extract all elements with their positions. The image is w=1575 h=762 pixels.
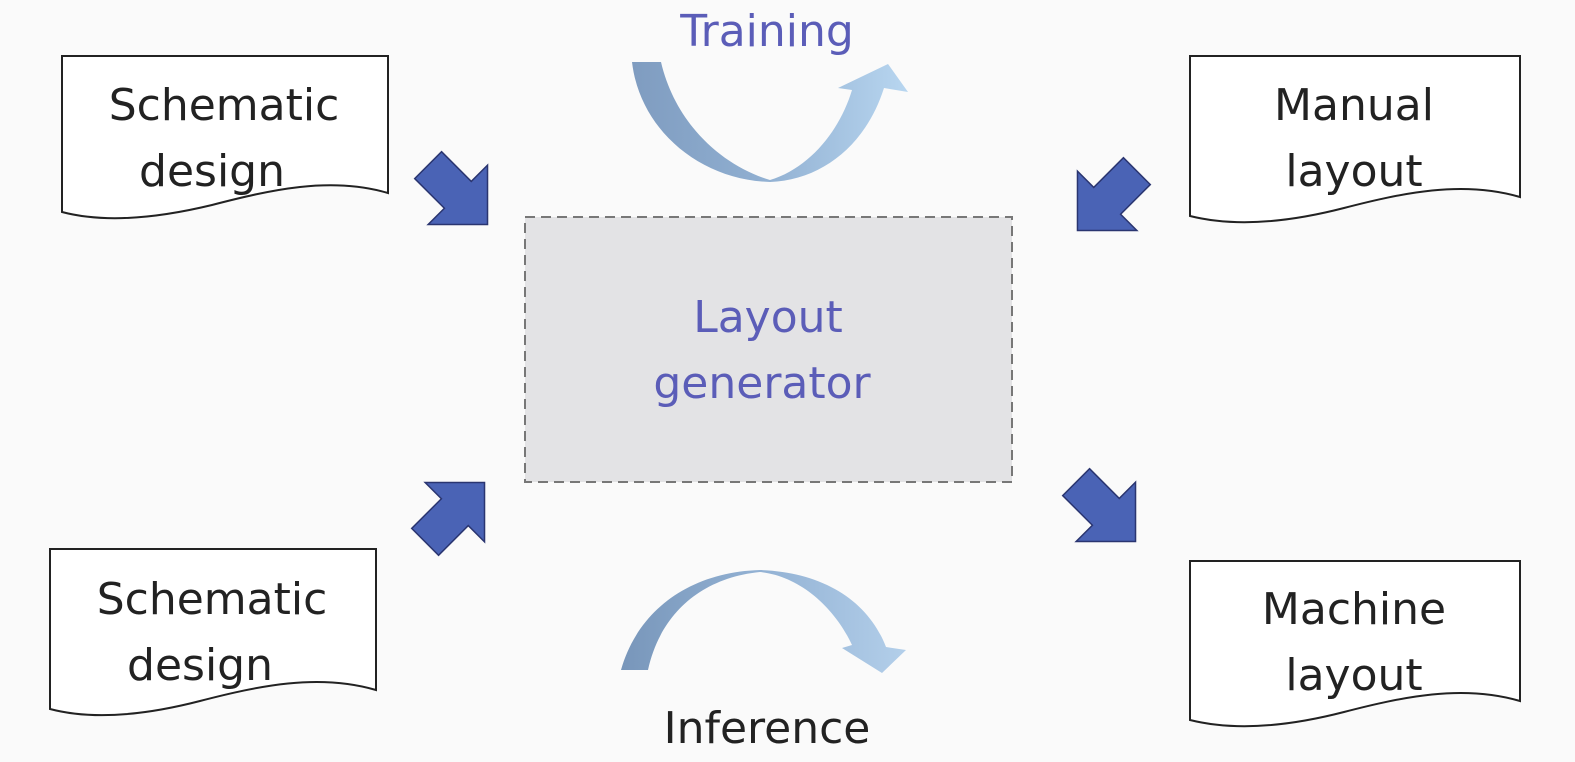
doc-schematic-top-line1: Schematic — [109, 80, 340, 131]
hub-label-line2: generator — [653, 358, 871, 409]
layout-generator-box: Layout generator — [524, 216, 1013, 483]
doc-schematic-design-bottom: Schematic design — [49, 548, 377, 717]
curved-arrow-icon — [632, 62, 908, 182]
doc-machine-line2: layout — [1285, 650, 1422, 701]
fat-arrow-icon — [413, 150, 489, 226]
doc-schematic-design-top: Schematic design — [61, 55, 389, 220]
arrow-generator-to-machine — [1061, 467, 1137, 543]
fat-arrow-icon — [1076, 156, 1152, 232]
hub-label-line1: Layout — [693, 292, 843, 343]
fat-arrow-icon — [1061, 467, 1137, 543]
fat-arrow-icon — [410, 481, 486, 557]
arrow-schematic-top-to-generator — [413, 150, 489, 226]
inference-arrow: Inference — [621, 570, 906, 754]
arrow-manual-to-generator — [1076, 156, 1152, 232]
doc-schematic-bottom-line2: design — [127, 640, 273, 691]
doc-manual-line2: layout — [1285, 146, 1422, 197]
doc-manual-line1: Manual — [1274, 80, 1434, 131]
curved-arrow-icon — [621, 570, 906, 673]
training-label: Training — [679, 6, 854, 57]
doc-manual-layout: Manual layout — [1189, 55, 1521, 224]
doc-machine-line1: Machine — [1262, 584, 1446, 635]
doc-schematic-bottom-line1: Schematic — [97, 574, 328, 625]
doc-machine-layout: Machine layout — [1189, 560, 1521, 728]
arrow-schematic-bottom-to-generator — [410, 481, 486, 557]
training-arrow: Training — [632, 6, 908, 182]
doc-schematic-top-line2: design — [139, 146, 285, 197]
inference-label: Inference — [664, 703, 871, 754]
